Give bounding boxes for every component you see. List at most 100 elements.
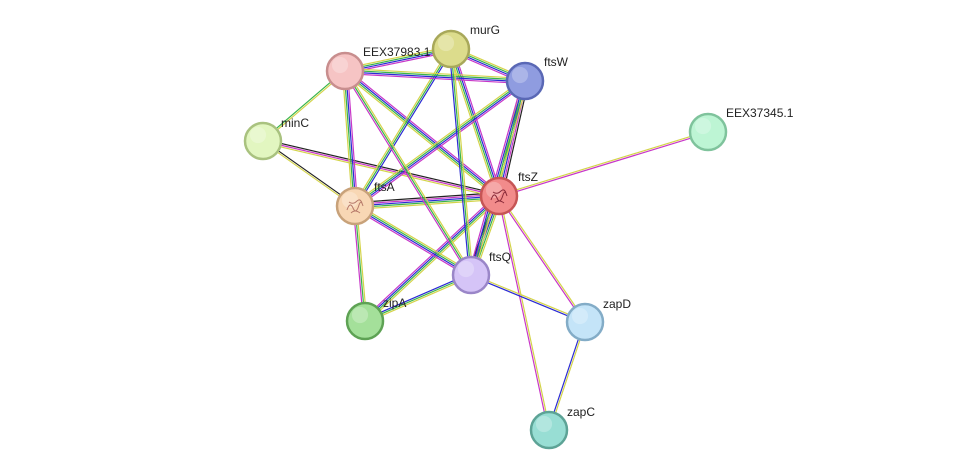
edge-strand — [352, 47, 451, 206]
node-highlight — [694, 117, 712, 135]
edge-ftsZ-murG — [447, 47, 503, 198]
node-circle[interactable] — [335, 186, 375, 226]
edge-strand — [344, 71, 526, 83]
protein-structure-icon — [490, 189, 508, 204]
edge-strand — [354, 204, 473, 275]
edge-strand — [353, 79, 526, 206]
node-zapC[interactable]: zapC — [529, 405, 595, 450]
edge-strand — [448, 48, 470, 276]
protein-structure-icon — [346, 199, 364, 214]
edge-strand — [499, 194, 587, 323]
node-label: murG — [470, 23, 500, 37]
edge-strand — [363, 194, 500, 321]
node-label: ftsQ — [489, 250, 511, 264]
edge-strand — [366, 197, 502, 324]
edge-strand — [452, 48, 474, 276]
edge-ftsZ-zapD — [497, 194, 587, 324]
edge-strand — [344, 69, 526, 81]
node-ftsQ[interactable]: ftsQ — [451, 250, 511, 295]
node-label: zapD — [603, 297, 631, 311]
edge-strand — [354, 192, 500, 204]
node-highlight — [457, 260, 475, 278]
edge-strand — [356, 205, 368, 322]
edge-strand — [498, 130, 709, 196]
node-circle[interactable] — [688, 112, 728, 152]
edge-strand — [365, 275, 473, 324]
edge-strand — [470, 275, 586, 324]
edge-strand — [344, 67, 526, 80]
edge-strand — [344, 69, 501, 196]
edge-strand — [364, 274, 472, 322]
edge-EEX37983.1-ftsW — [344, 67, 526, 85]
node-EEX37983.1[interactable]: EEX37983.1 — [325, 45, 431, 91]
node-highlight — [331, 56, 349, 74]
node-highlight — [571, 307, 589, 325]
edge-ftsZ-zipA — [362, 193, 502, 324]
node-EEX37345.1[interactable]: EEX37345.1 — [688, 106, 794, 152]
edge-strand — [346, 68, 502, 195]
edge-strand — [346, 70, 359, 207]
node-label: zapC — [567, 405, 595, 419]
node-label: ftsZ — [518, 170, 538, 184]
node-highlight — [437, 34, 455, 52]
edge-strand — [498, 132, 709, 198]
node-zapD[interactable]: zapD — [565, 297, 631, 342]
edge-strand — [345, 70, 357, 207]
node-label: ftsA — [374, 180, 395, 194]
edge-strand — [353, 206, 472, 277]
edge-strand — [262, 140, 500, 197]
edge-ftsZ-EEX37345.1 — [498, 130, 709, 198]
node-highlight — [341, 191, 359, 209]
edge-strand — [354, 197, 500, 209]
edge-EEX37983.1-ftsQ — [342, 69, 474, 277]
edge-strand — [341, 70, 354, 207]
edge-ftsQ-zapD — [470, 273, 586, 324]
node-label: ftsW — [544, 55, 569, 69]
edge-strand — [344, 70, 472, 276]
edge-strand — [450, 48, 472, 276]
node-minC[interactable]: minC — [243, 116, 309, 161]
node-circle[interactable] — [565, 302, 605, 342]
edge-strand — [353, 207, 471, 278]
edge-strand — [354, 48, 452, 207]
edge-strand — [343, 71, 500, 198]
edge-strand — [342, 72, 498, 199]
edge-strand — [345, 69, 474, 275]
node-zipA[interactable]: zipA — [345, 296, 406, 341]
edge-strand — [342, 71, 471, 277]
node-ftsA[interactable]: ftsA — [335, 180, 395, 226]
edge-strand — [499, 195, 551, 431]
node-circle[interactable] — [243, 121, 283, 161]
edge-strand — [355, 203, 473, 274]
edge-ftsZ-EEX37983.1 — [342, 68, 502, 199]
edge-strand — [470, 273, 586, 322]
node-highlight — [351, 306, 369, 324]
edge-strand — [362, 193, 498, 320]
edge-strand — [364, 196, 501, 323]
node-label: EEX37345.1 — [726, 106, 794, 120]
node-circle[interactable] — [529, 410, 569, 450]
node-ftsZ[interactable]: ftsZ — [479, 170, 538, 216]
node-murG[interactable]: murG — [431, 23, 500, 69]
edge-strand — [343, 70, 355, 207]
edge-strand — [354, 81, 527, 208]
nodes-layer: ftsZ ftsA ftsW murG EEX37983.1 minC EEX37345.1… — [243, 23, 794, 450]
edge-ftsQ-zipA — [363, 272, 473, 324]
edge-murG-ftsQ — [448, 48, 474, 276]
edge-strand — [497, 195, 549, 431]
node-highlight — [485, 181, 503, 199]
edge-strand — [344, 72, 526, 85]
node-circle[interactable] — [431, 29, 471, 69]
node-circle[interactable] — [325, 51, 365, 91]
node-circle[interactable] — [451, 255, 491, 295]
node-ftsW[interactable]: ftsW — [505, 55, 569, 101]
edge-strand — [452, 47, 503, 196]
node-circle[interactable] — [345, 301, 385, 341]
node-circle[interactable] — [505, 61, 545, 101]
edge-strand — [449, 48, 499, 197]
node-highlight — [511, 66, 529, 84]
edge-strand — [501, 81, 529, 198]
edge-strand — [497, 195, 585, 324]
node-circle[interactable] — [479, 176, 519, 216]
